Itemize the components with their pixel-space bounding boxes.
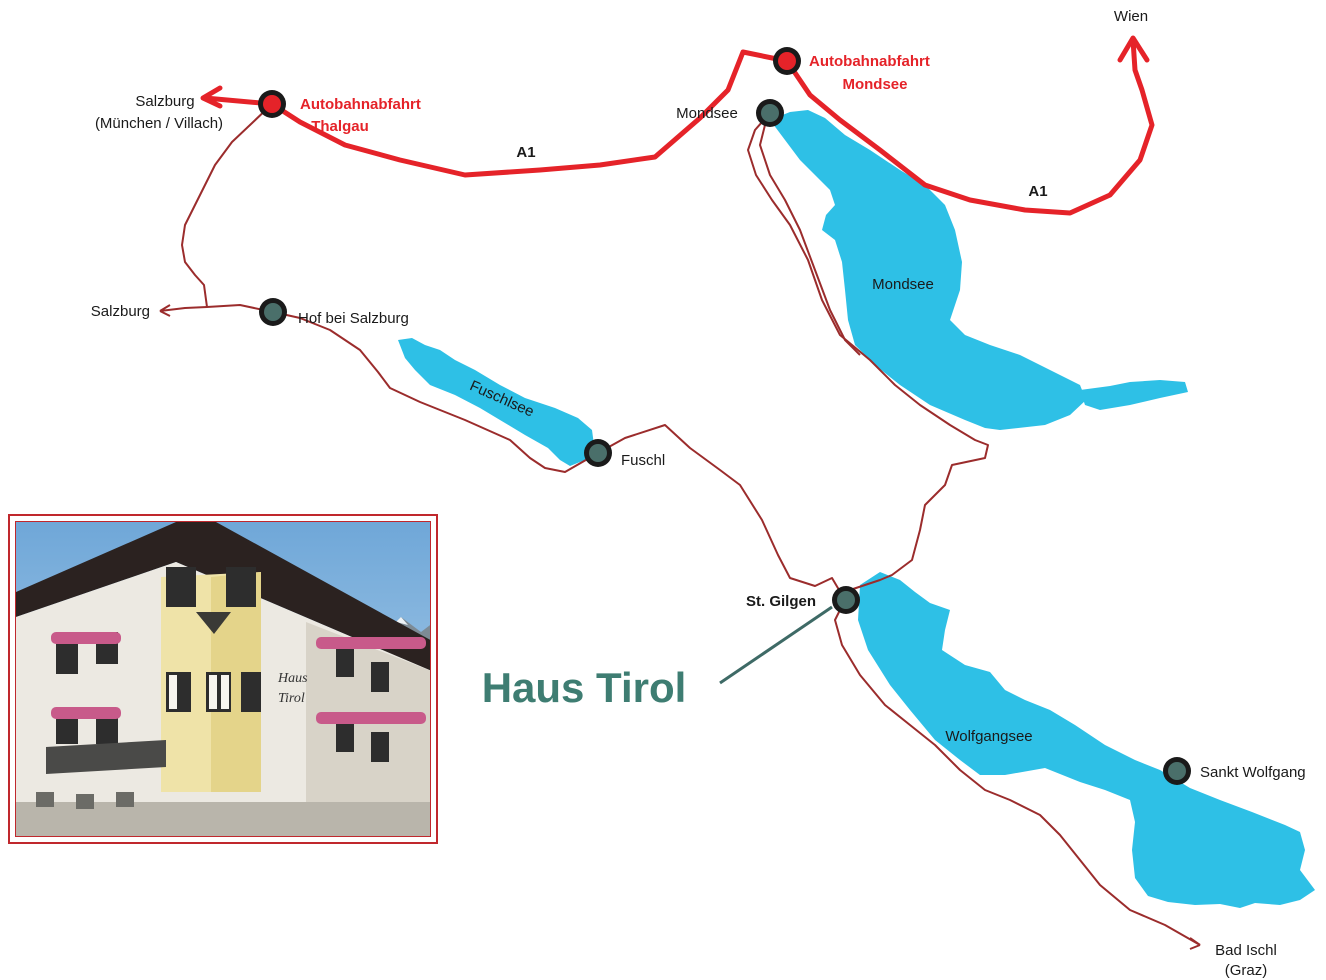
lake-mondsee [770,110,1086,430]
road-hof-fuschl [272,311,599,473]
arrow-salzburg-west [159,304,171,317]
road-salzburg-hof [159,304,274,313]
label-thalgau-exit-1: Autobahnabfahrt [300,96,421,113]
marker-thalgau-exit[interactable] [258,90,286,118]
label-hof: Hof bei Salzburg [298,310,409,327]
haus-tirol-pointer [719,605,833,685]
label-salzburg-top-1: Salzburg [135,93,194,110]
marker-sankt-wolfgang[interactable] [1163,757,1191,785]
marker-fuschl[interactable] [584,439,612,467]
marker-st-gilgen[interactable] [832,586,860,614]
label-salzburg-west: Salzburg [91,303,150,320]
label-fuschl: Fuschl [621,452,665,469]
label-sankt-wolfgang: Sankt Wolfgang [1200,764,1306,781]
label-bad-ischl-1: Bad Ischl [1215,942,1277,959]
label-salzburg-top-2: (München / Villach) [95,115,223,132]
haus-tirol-photo-frame: Haus Tirol [8,514,438,844]
label-a1-west: A1 [516,144,535,161]
label-bad-ischl-2: (Graz) [1225,962,1268,979]
label-haus-tirol: Haus Tirol [482,664,687,711]
road-mondsee-left [759,112,861,356]
label-thalgau-exit-2: Thalgau [311,118,369,135]
marker-mondsee-town[interactable] [756,99,784,127]
marker-mondsee-exit[interactable] [773,47,801,75]
label-lake-mondsee: Mondsee [872,276,934,293]
arrow-bad-ischl [1189,937,1201,950]
label-a1-east: A1 [1028,183,1047,200]
lake-mondsee-tail [1080,380,1188,410]
arrow-salzburg-top [200,85,223,109]
motorway-a1-east [784,37,1155,216]
motorway-a1-west [202,49,790,178]
haus-tirol-illustration: Haus Tirol [16,522,430,836]
road-mondsee-stgilgen [747,112,989,591]
arrow-wien [1117,35,1150,63]
marker-hof[interactable] [259,298,287,326]
label-wien: Wien [1114,8,1148,25]
label-mondsee-exit-1: Autobahnabfahrt [809,53,930,70]
photo-sign-line2: Tirol [278,691,305,706]
road-thalgau-salzburg [181,103,273,308]
lake-wolfgangsee [858,572,1315,908]
label-lake-wolfgangsee: Wolfgangsee [945,728,1032,745]
label-mondsee-town: Mondsee [676,105,738,122]
road-stgilgen-badischl [834,599,1201,946]
label-st-gilgen: St. Gilgen [746,593,816,610]
lake-fuschlsee [398,338,594,466]
road-fuschl-stgilgen [597,424,846,601]
label-mondsee-exit-2: Mondsee [842,76,907,93]
photo-sign-line1: Haus [277,671,308,686]
haus-tirol-photo: Haus Tirol [15,521,431,837]
